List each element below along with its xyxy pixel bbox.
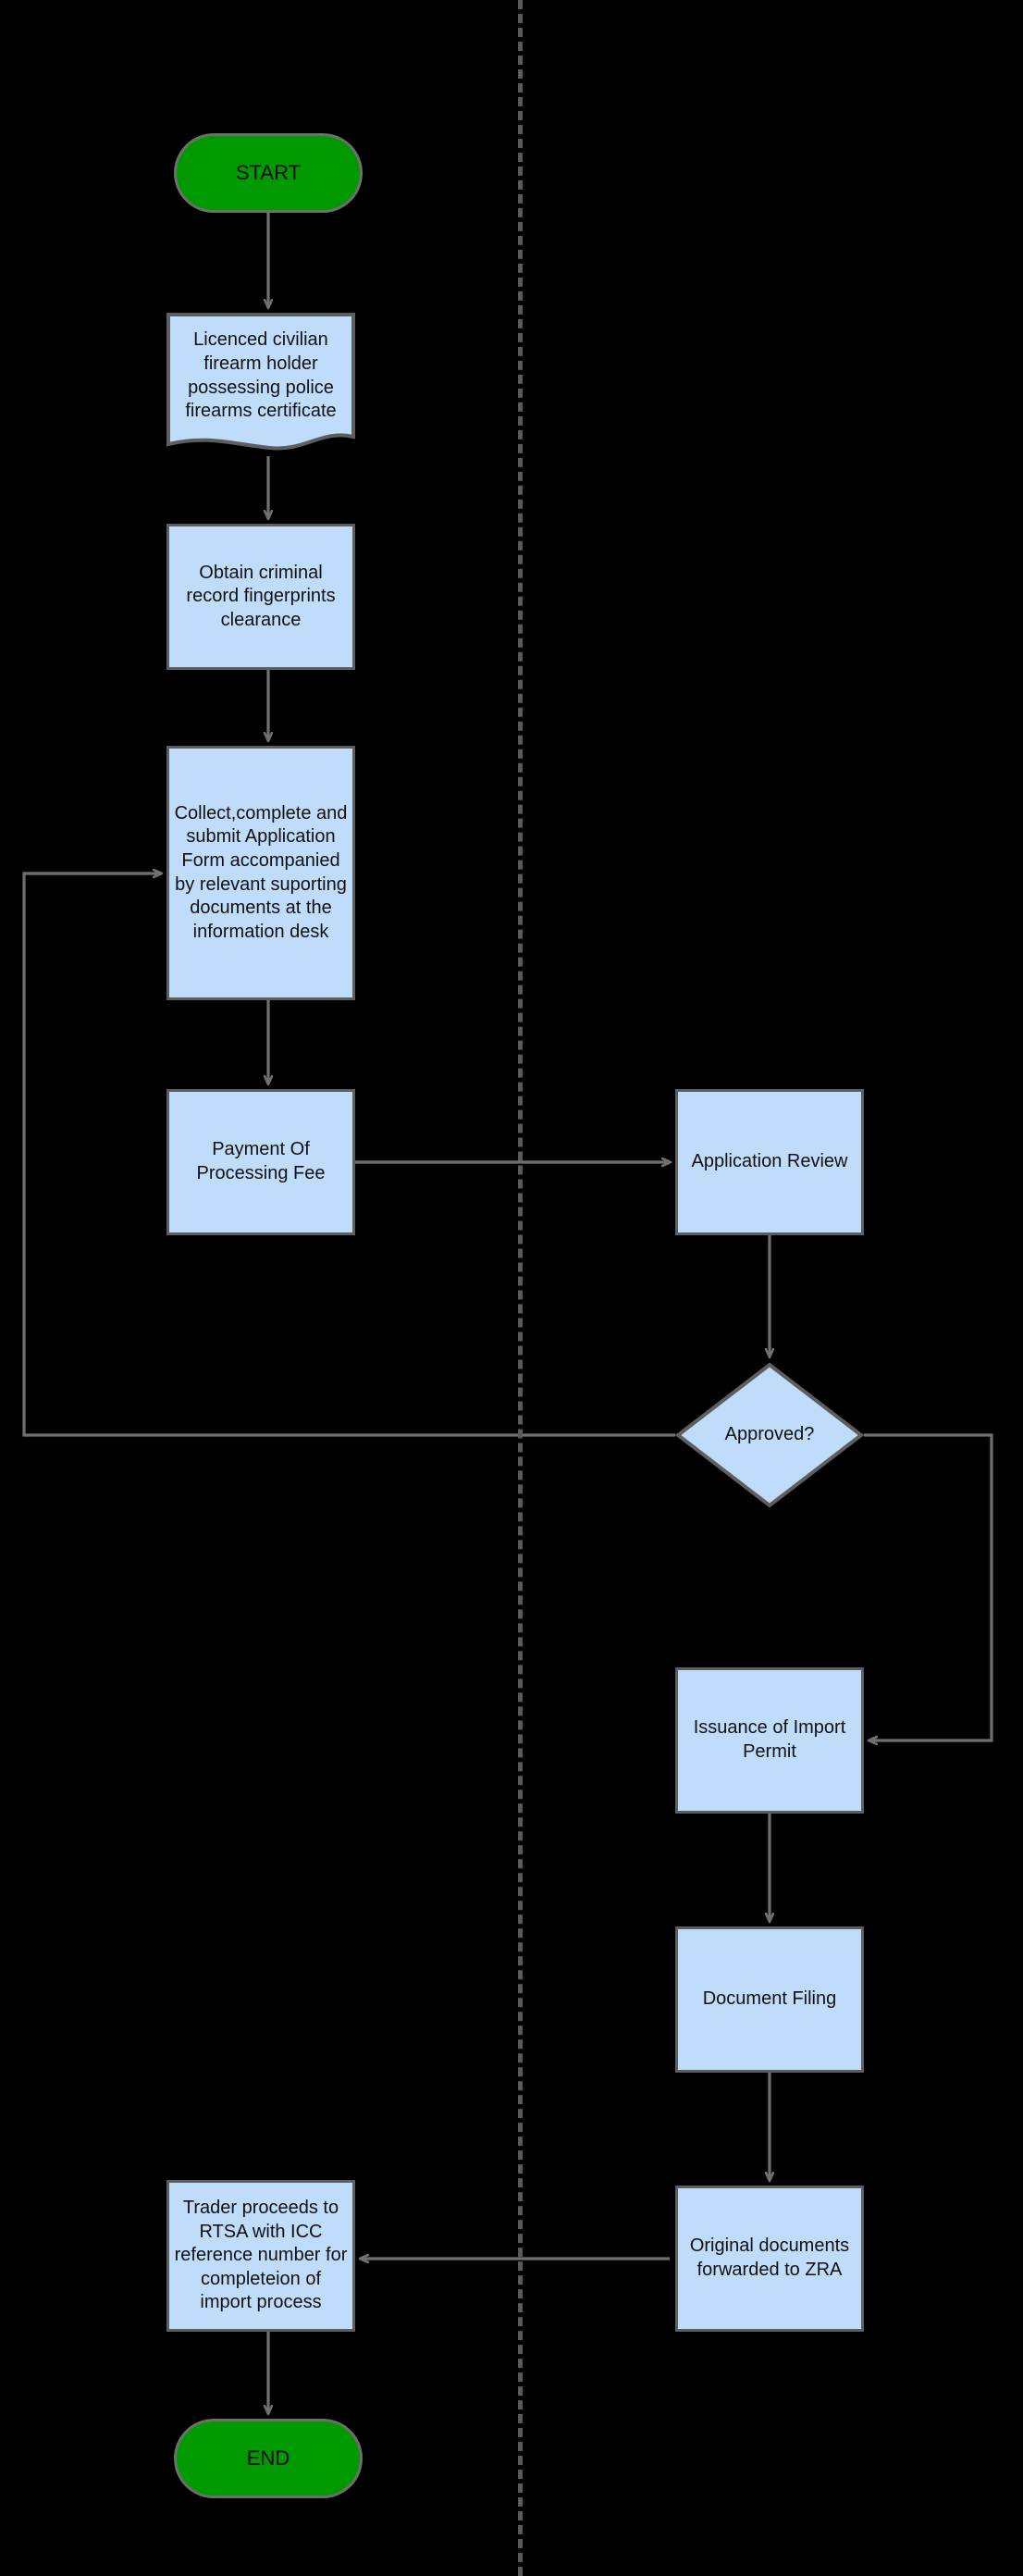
- diamond-shape-icon: [675, 1362, 864, 1508]
- node-collect-complete-submit-application[interactable]: Collect,complete and submit Application …: [166, 746, 355, 1000]
- node-issuance-label: Issuance of Import Permit: [693, 1717, 846, 1762]
- node-end-label: END: [246, 2446, 290, 2470]
- node-start-label: START: [235, 160, 302, 184]
- node-obtain-criminal-record-clearance[interactable]: Obtain criminal record fingerprints clea…: [166, 524, 355, 670]
- node-application-review[interactable]: Application Review: [675, 1089, 864, 1235]
- node-issuance-of-import-permit[interactable]: Issuance of Import Permit: [675, 1667, 864, 1814]
- node-end[interactable]: END: [174, 2419, 363, 2498]
- node-trader-proceeds-to-rtsa[interactable]: Trader proceeds to RTSA with ICC referen…: [166, 2180, 355, 2332]
- node-licenced-civilian-firearm-holder[interactable]: Licenced civilian firearm holder possess…: [166, 313, 355, 456]
- node-collect-label: Collect,complete and submit Application …: [174, 802, 348, 942]
- node-document-filing[interactable]: Document Filing: [675, 1926, 864, 2073]
- node-rtsa-label: Trader proceeds to RTSA with ICC referen…: [174, 2198, 348, 2313]
- edge-approved-to-issuance: [864, 1433, 993, 1740]
- node-review-label: Application Review: [691, 1151, 848, 1172]
- node-approved-label: Approved?: [724, 1424, 815, 1445]
- node-payment-of-processing-fee[interactable]: Payment Of Processing Fee: [166, 1089, 355, 1235]
- document-shape-icon: [166, 313, 355, 456]
- node-licenced-label: Licenced civilian firearm holder possess…: [185, 329, 337, 422]
- node-filing-label: Document Filing: [702, 1988, 837, 2010]
- swimlane-divider: [518, 0, 523, 2576]
- node-criminal-label: Obtain criminal record fingerprints clea…: [186, 562, 336, 630]
- node-approved-decision[interactable]: Approved?: [675, 1362, 864, 1508]
- node-start[interactable]: START: [174, 133, 363, 213]
- edge-approved-to-collect: [22, 873, 675, 1437]
- node-payment-label: Payment Of Processing Fee: [196, 1139, 326, 1183]
- node-original-documents-forwarded-to-zra[interactable]: Original documents forwarded to ZRA: [675, 2186, 864, 2332]
- node-zra-label: Original documents forwarded to ZRA: [689, 2235, 850, 2280]
